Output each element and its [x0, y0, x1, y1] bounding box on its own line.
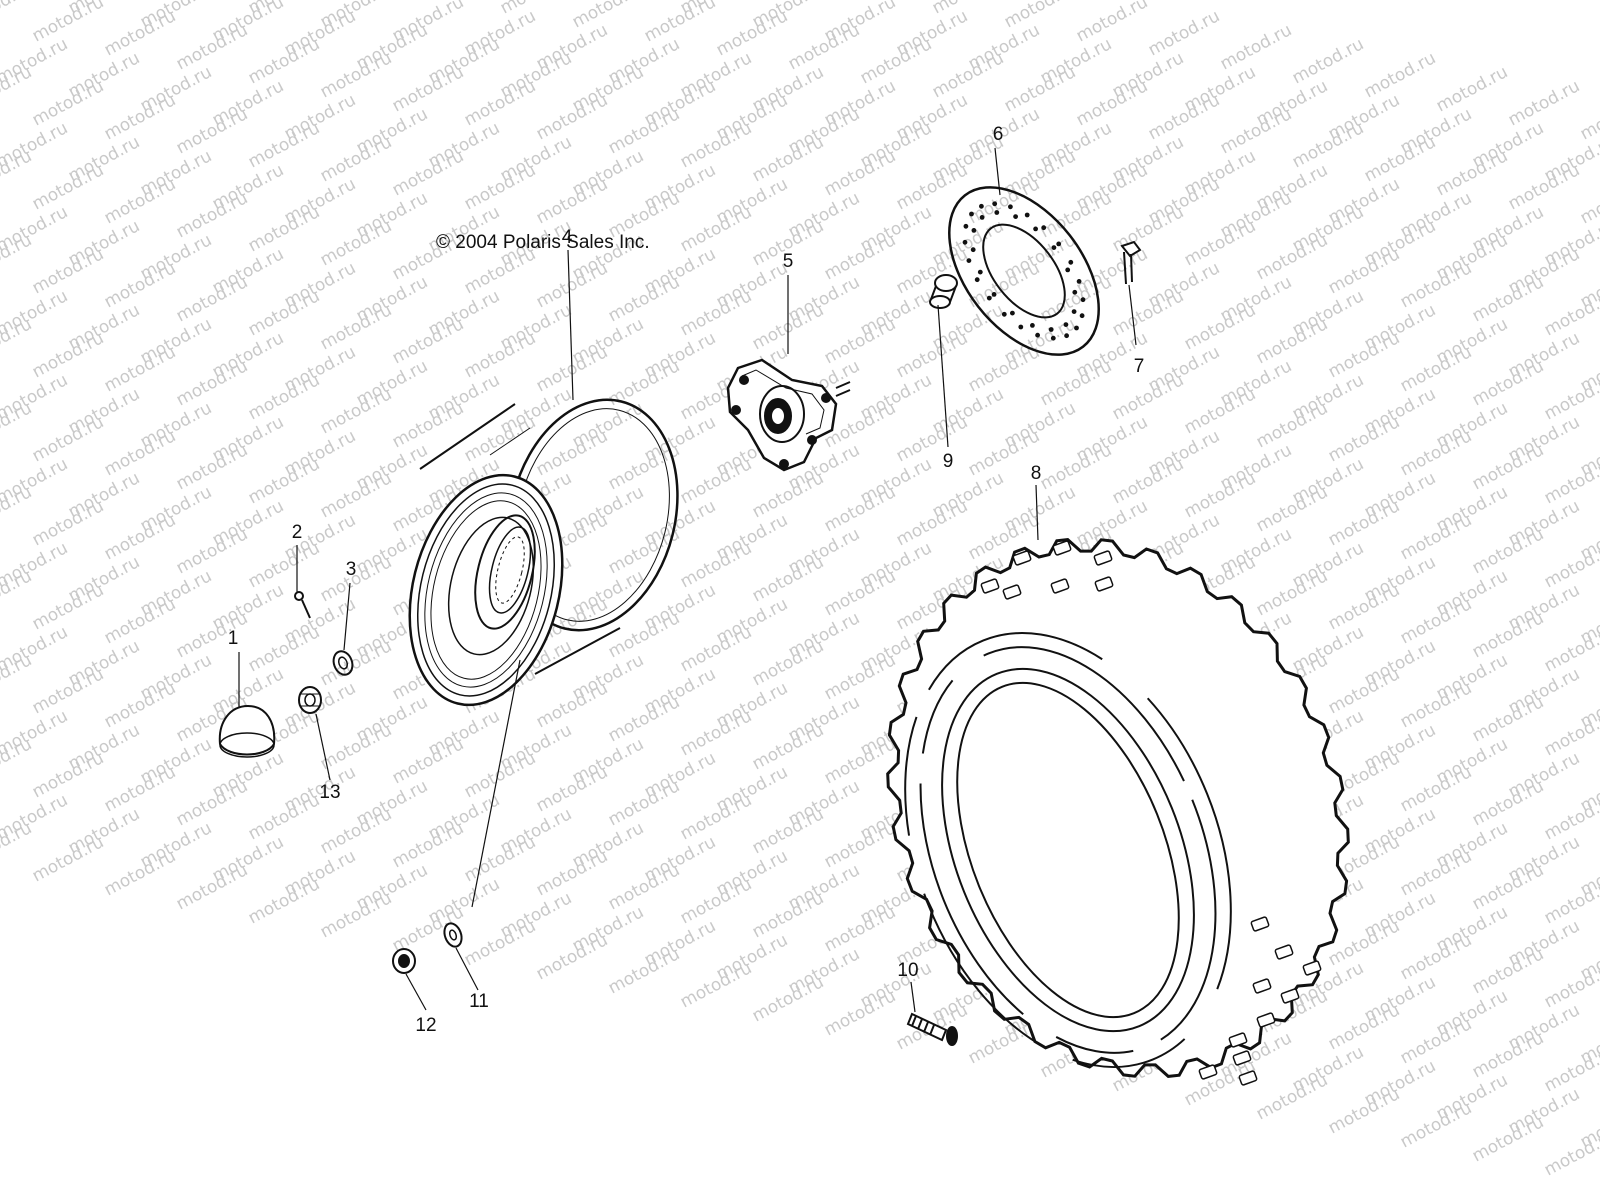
disc-hole — [977, 269, 983, 275]
tread-block — [1228, 1032, 1248, 1048]
tread-block — [1274, 944, 1294, 960]
disc-hole — [1071, 309, 1077, 314]
tread-block — [1232, 1050, 1252, 1066]
disc-hole — [970, 247, 976, 253]
disc-hole — [1076, 279, 1082, 284]
tread-block — [1302, 960, 1322, 976]
disc-hole — [1063, 322, 1069, 327]
tread-block — [1093, 550, 1113, 566]
disc-hole — [979, 215, 985, 220]
disc-hole — [979, 203, 984, 209]
disc-hole — [1072, 289, 1078, 295]
copyright-notice: © 2004 Polaris Sales Inc. — [436, 232, 650, 253]
callout-8: 8 — [1031, 463, 1042, 484]
leader-lines — [238, 147, 1137, 1013]
disc-bolt — [1120, 240, 1142, 285]
washer — [332, 650, 354, 676]
tread-block — [1094, 576, 1114, 592]
disc-hole — [1010, 310, 1015, 316]
callout-5: 5 — [783, 251, 794, 272]
callout-7: 7 — [1134, 356, 1145, 377]
tread-block — [1002, 584, 1022, 600]
disc-hole — [1065, 267, 1071, 273]
disc-hole — [991, 292, 997, 297]
tire — [886, 538, 1350, 1086]
valve-stem — [906, 1012, 958, 1046]
disc-hole — [992, 201, 998, 207]
disc-hole — [986, 295, 992, 301]
disc-hole — [1068, 259, 1074, 265]
callout-11: 11 — [469, 991, 489, 1012]
callout-12: 12 — [415, 1015, 436, 1036]
tread-block — [980, 578, 1000, 594]
tread-block — [1252, 978, 1272, 994]
disc-hole — [1050, 335, 1056, 341]
callout-4: 4 — [562, 227, 573, 248]
disc-hole — [1035, 332, 1040, 338]
disc-hole — [1051, 245, 1057, 251]
disc-hole — [1030, 323, 1035, 328]
lug-nut — [392, 948, 416, 974]
castle-nut — [298, 686, 322, 714]
callout-13: 13 — [319, 782, 340, 803]
callout-1: 1 — [228, 628, 239, 649]
tread-block — [1052, 540, 1072, 556]
callout-3: 3 — [346, 559, 357, 580]
disc-hole — [1008, 204, 1013, 210]
tread-block — [1050, 578, 1070, 594]
disc-hole — [1080, 297, 1086, 303]
tread-block — [1012, 550, 1032, 566]
wheel-rim — [408, 398, 679, 707]
disc-hole — [1001, 311, 1007, 317]
callout-6: 6 — [993, 124, 1004, 145]
disc-hole — [1079, 313, 1085, 319]
callout-labels: 1 2 3 4 5 6 7 8 9 10 11 12 13 — [228, 124, 1145, 1036]
disc-hole — [1041, 225, 1047, 231]
disc-hole — [966, 258, 972, 263]
disc-hole — [969, 211, 974, 217]
disc-hole — [1048, 327, 1054, 332]
disc-hole — [1024, 212, 1030, 218]
disc-hole — [974, 277, 980, 283]
disc-hole — [963, 223, 969, 229]
disc-hole — [1018, 324, 1024, 330]
disc-hole — [1013, 214, 1018, 220]
tread-block — [1280, 988, 1300, 1004]
brake-disc — [948, 186, 1100, 356]
hub-stud — [929, 274, 958, 309]
disc-hole — [994, 210, 1000, 215]
lug-washer — [443, 922, 463, 948]
disc-hole — [1064, 333, 1069, 339]
tread-block — [1198, 1064, 1218, 1080]
disc-hole — [1074, 325, 1079, 331]
callout-10: 10 — [897, 960, 918, 981]
disc-hole — [971, 228, 977, 233]
disc-hole — [1056, 241, 1062, 247]
callout-2: 2 — [292, 522, 303, 543]
tread-block — [1238, 1070, 1258, 1086]
cotter-pin — [294, 591, 311, 619]
tread-block — [1250, 916, 1270, 932]
tread-block — [1256, 1012, 1276, 1028]
disc-hole — [962, 239, 968, 245]
hub-cap — [218, 704, 276, 758]
disc-hole — [1033, 226, 1038, 232]
callout-9: 9 — [943, 451, 954, 472]
wheel-hub — [726, 358, 851, 472]
